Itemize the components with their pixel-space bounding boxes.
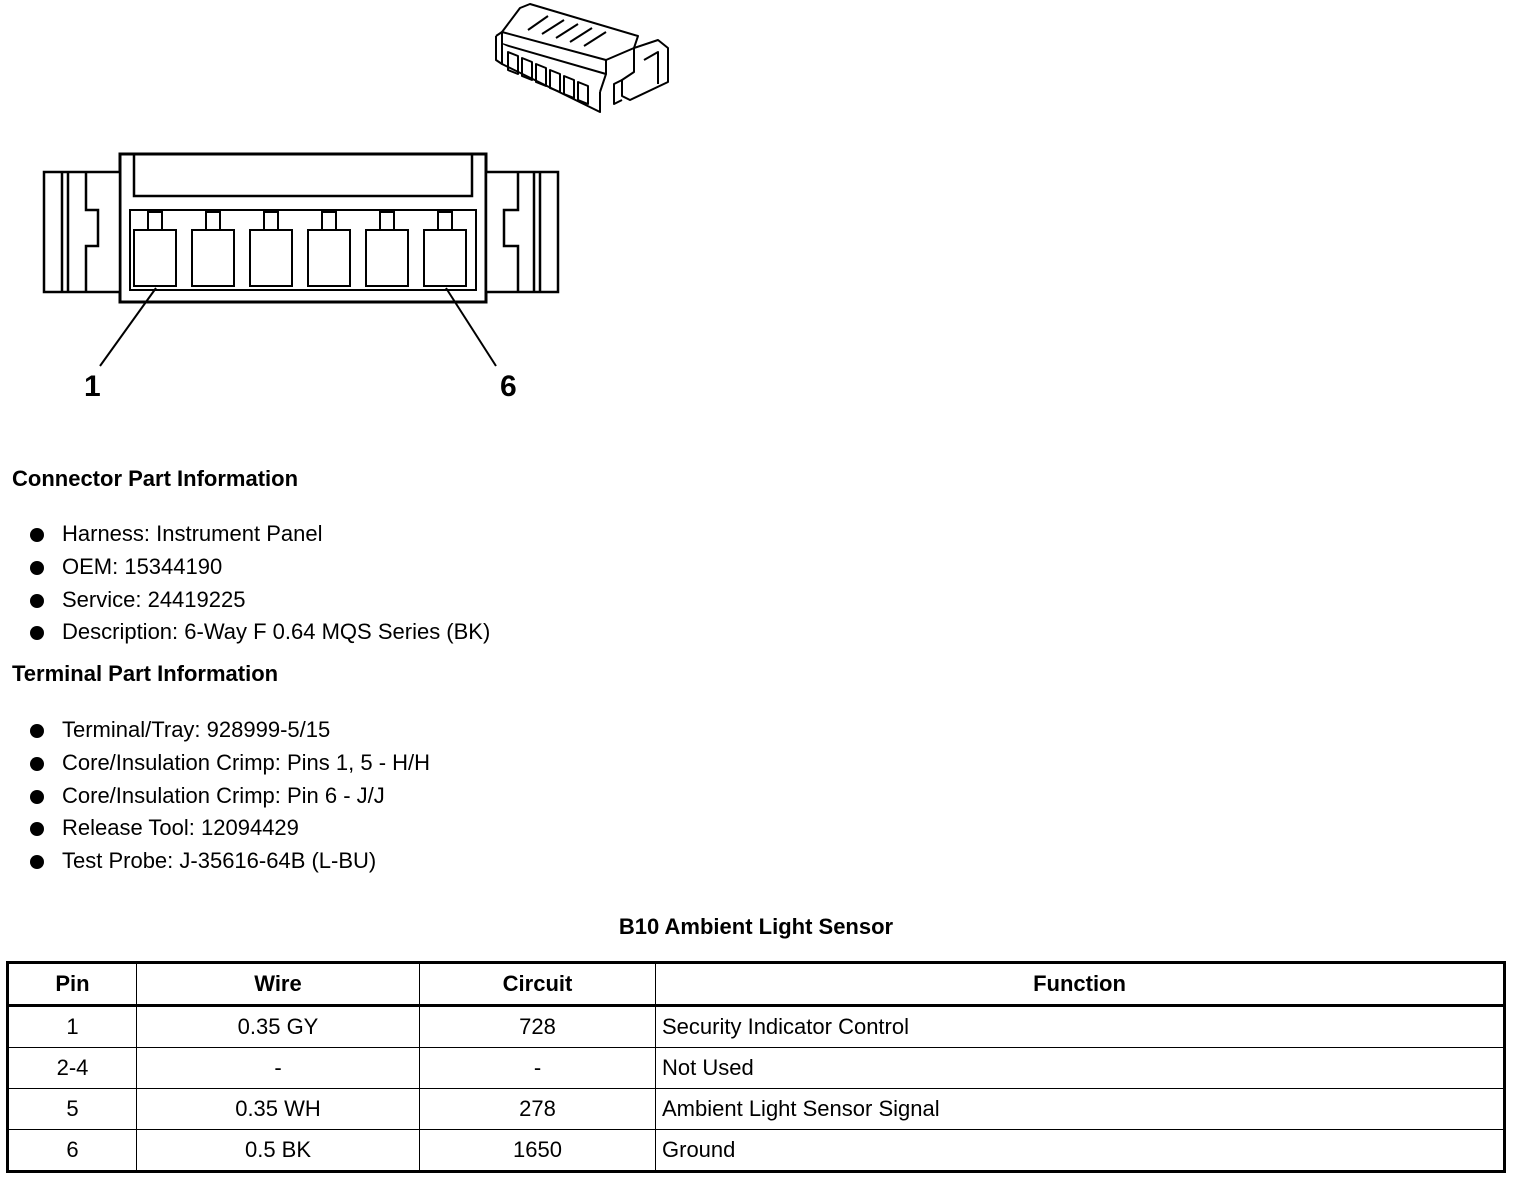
cell-function: Security Indicator Control — [655, 1005, 1505, 1048]
bullet-icon — [30, 789, 44, 804]
bullet-icon — [30, 560, 44, 575]
list-item-text: Release Tool: 12094429 — [62, 815, 299, 841]
table-row: 1 0.35 GY 728 Security Indicator Control — [7, 1005, 1505, 1048]
list-item-text: Test Probe: J-35616-64B (L-BU) — [62, 848, 377, 874]
cell-wire: 0.5 BK — [136, 1129, 420, 1172]
cell-function: Not Used — [655, 1047, 1505, 1089]
connector-part-info-heading: Connector Part Information — [12, 466, 299, 491]
cell-pin: 6 — [7, 1129, 137, 1172]
column-header-circuit: Circuit — [419, 962, 656, 1007]
connector-face-diagram — [42, 152, 560, 304]
list-item: Service: 24419225 — [28, 584, 490, 617]
bullet-icon — [30, 756, 44, 771]
pin-label-6: 6 — [500, 370, 517, 403]
cell-circuit: 278 — [419, 1088, 656, 1130]
cell-wire: 0.35 WH — [136, 1088, 420, 1130]
terminal-part-info-list: Terminal/Tray: 928999-5/15 Core/Insulati… — [28, 714, 430, 878]
list-item: Core/Insulation Crimp: Pins 1, 5 - H/H — [28, 747, 430, 780]
table-header-row: Pin Wire Circuit Function — [7, 962, 1505, 1007]
pin-leader-lines — [99, 287, 497, 367]
list-item-text: Core/Insulation Crimp: Pins 1, 5 - H/H — [62, 749, 431, 775]
list-item-text: Terminal/Tray: 928999-5/15 — [62, 717, 331, 742]
list-item: Release Tool: 12094429 — [28, 812, 430, 845]
table-row: 6 0.5 BK 1650 Ground — [7, 1129, 1505, 1172]
cell-function: Ambient Light Sensor Signal — [655, 1088, 1505, 1130]
pin-label-1: 1 — [84, 370, 101, 403]
column-header-wire: Wire — [136, 962, 420, 1007]
list-item: Core/Insulation Crimp: Pin 6 - J/J — [28, 780, 430, 813]
list-item-text: Harness: Instrument Panel — [62, 521, 323, 546]
list-item: Description: 6-Way F 0.64 MQS Series (BK… — [28, 616, 490, 649]
list-item-text: Description: 6-Way F 0.64 MQS Series (BK… — [62, 619, 491, 645]
cell-function: Ground — [655, 1129, 1505, 1172]
list-item: Harness: Instrument Panel — [28, 518, 490, 551]
cell-wire: - — [136, 1047, 420, 1089]
cell-pin: 1 — [7, 1005, 137, 1048]
cell-circuit: 728 — [419, 1005, 656, 1048]
column-header-function: Function — [655, 962, 1505, 1007]
list-item: Terminal/Tray: 928999-5/15 — [28, 714, 430, 747]
list-item: OEM: 15344190 — [28, 551, 490, 584]
table-row: 5 0.35 WH 278 Ambient Light Sensor Signa… — [7, 1088, 1505, 1130]
terminal-part-info-heading: Terminal Part Information — [12, 661, 279, 686]
bullet-icon — [30, 593, 44, 608]
connector-part-info-list: Harness: Instrument Panel OEM: 15344190 … — [28, 518, 490, 649]
list-item: Test Probe: J-35616-64B (L-BU) — [28, 845, 430, 878]
column-header-pin: Pin — [7, 962, 137, 1007]
bullet-icon — [30, 724, 44, 738]
pinout-table: Pin Wire Circuit Function 1 0.35 GY 728 … — [6, 961, 1506, 1173]
cell-wire: 0.35 GY — [136, 1005, 420, 1048]
connector-isometric-illustration — [495, 3, 669, 113]
bullet-icon — [30, 822, 44, 837]
list-item-text: OEM: 15344190 — [62, 553, 223, 579]
cell-circuit: - — [419, 1047, 656, 1089]
cell-pin: 2-4 — [7, 1047, 137, 1089]
list-item-text: Service: 24419225 — [62, 586, 246, 612]
table-row: 2-4 - - Not Used — [7, 1047, 1505, 1089]
table-title: B10 Ambient Light Sensor — [618, 914, 894, 939]
cell-pin: 5 — [7, 1088, 137, 1130]
cell-circuit: 1650 — [419, 1129, 656, 1172]
list-item-text: Core/Insulation Crimp: Pin 6 - J/J — [62, 782, 385, 808]
bullet-icon — [30, 626, 44, 641]
bullet-icon — [30, 855, 44, 870]
bullet-icon — [30, 528, 44, 542]
